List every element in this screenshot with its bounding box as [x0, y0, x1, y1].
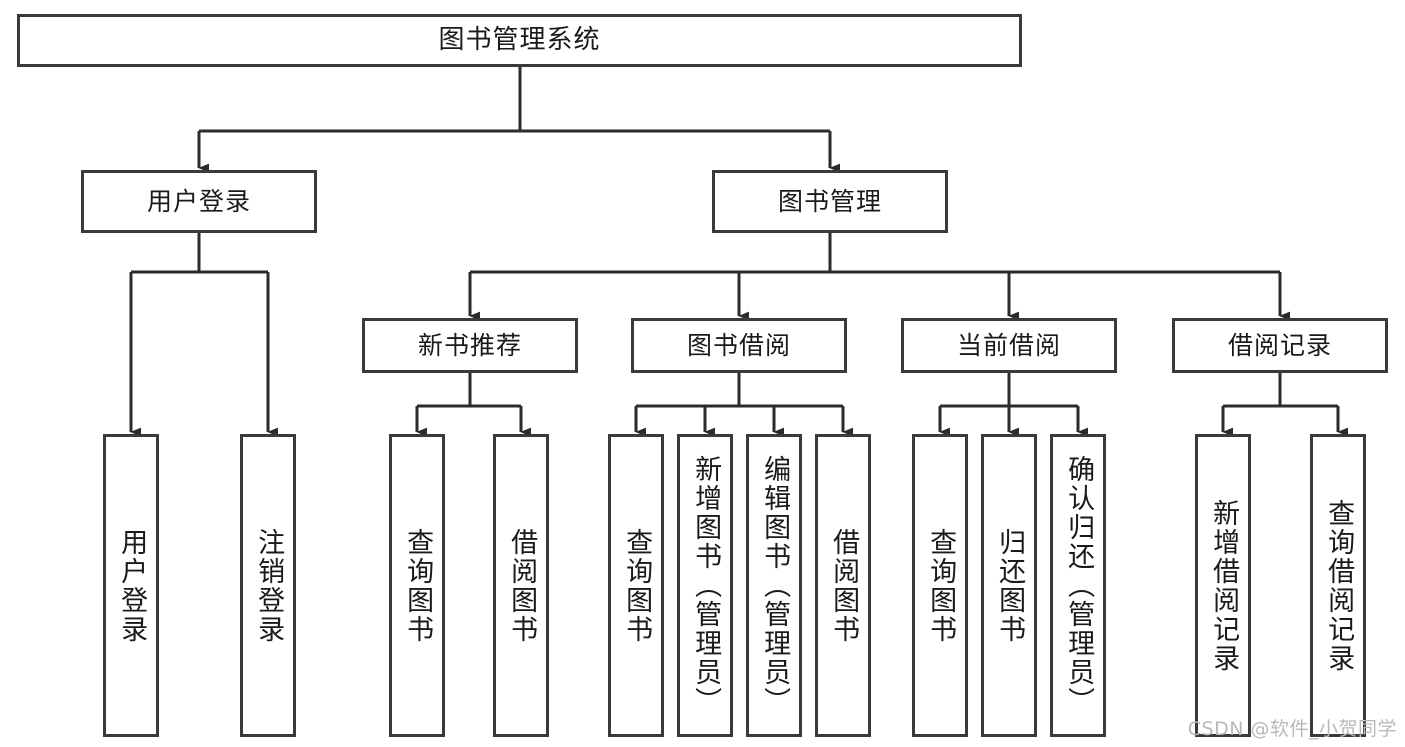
- node-label: 借阅图书: [828, 527, 860, 644]
- leaf-new-book-borrow[interactable]: 借阅图书: [493, 434, 549, 737]
- node-borrow-records[interactable]: 借阅记录: [1172, 318, 1388, 373]
- node-current-borrow[interactable]: 当前借阅: [901, 318, 1117, 373]
- node-label: 图书管理系统: [438, 24, 601, 55]
- node-user-login[interactable]: 用户登录: [81, 170, 317, 233]
- leaf-book-borrow-edit[interactable]: 编辑图书（管理员）: [746, 434, 802, 737]
- leaf-book-borrow-add[interactable]: 新增图书（管理员）: [677, 434, 733, 737]
- leaf-borrow-records-add[interactable]: 新增借阅记录: [1195, 434, 1251, 737]
- leaf-current-borrow-return[interactable]: 归还图书: [981, 434, 1037, 737]
- leaf-book-borrow-borrow[interactable]: 借阅图书: [815, 434, 871, 737]
- node-label: 用户登录: [116, 527, 148, 644]
- node-label: 借阅图书: [506, 527, 538, 644]
- node-label: 借阅记录: [1227, 330, 1332, 360]
- node-label: 确认归还（管理员）: [1063, 455, 1095, 716]
- node-label: 当前借阅: [956, 330, 1061, 360]
- node-book-management[interactable]: 图书管理: [712, 170, 948, 233]
- node-new-book-recommend[interactable]: 新书推荐: [362, 318, 578, 373]
- node-label: 查询图书: [402, 527, 434, 644]
- node-label: 图书借阅: [686, 330, 791, 360]
- leaf-current-borrow-query[interactable]: 查询图书: [912, 434, 968, 737]
- node-label: 归还图书: [994, 527, 1026, 644]
- node-label: 查询借阅记录: [1323, 498, 1355, 673]
- leaf-borrow-records-query[interactable]: 查询借阅记录: [1310, 434, 1366, 737]
- leaf-user-login-signin[interactable]: 用户登录: [103, 434, 159, 737]
- node-label: 新增借阅记录: [1208, 498, 1240, 673]
- node-label: 注销登录: [253, 527, 285, 644]
- node-root-book-management-system[interactable]: 图书管理系统: [17, 14, 1022, 67]
- leaf-book-borrow-query[interactable]: 查询图书: [608, 434, 664, 737]
- leaf-current-borrow-confirm-return[interactable]: 确认归还（管理员）: [1050, 434, 1106, 737]
- leaf-user-login-signout[interactable]: 注销登录: [240, 434, 296, 737]
- node-label: 查询图书: [621, 527, 653, 644]
- node-label: 新增图书（管理员）: [690, 455, 722, 716]
- node-book-borrow[interactable]: 图书借阅: [631, 318, 847, 373]
- node-label: 图书管理: [777, 186, 882, 216]
- node-label: 编辑图书（管理员）: [759, 455, 791, 716]
- node-label: 查询图书: [925, 527, 957, 644]
- csdn-watermark: CSDN @软件_小贺同学: [1187, 718, 1397, 740]
- leaf-new-book-query[interactable]: 查询图书: [389, 434, 445, 737]
- node-label: 新书推荐: [417, 330, 522, 360]
- node-label: 用户登录: [146, 186, 251, 216]
